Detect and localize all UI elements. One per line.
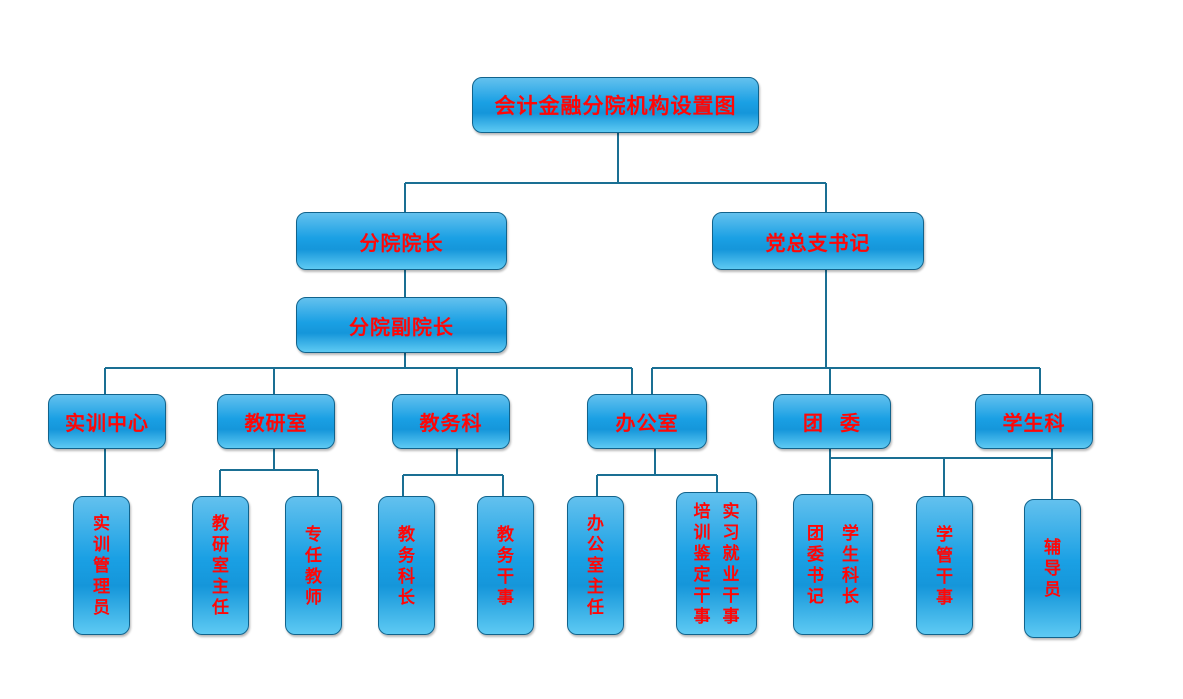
student-clerk-box: 学管干事 xyxy=(916,496,973,635)
connector-title-level1 xyxy=(404,132,827,213)
academic-clerk-box: 教务干事 xyxy=(477,496,534,635)
student-affairs-box: 学生科 xyxy=(975,394,1093,449)
office-box: 办公室 xyxy=(587,394,707,449)
student-chief-label: 学生科长 xyxy=(842,523,859,607)
office-director-box: 办公室主任 xyxy=(567,496,624,635)
academic-affairs-box: 教务科 xyxy=(392,394,510,449)
appraisal-clerk-label: 培训鉴定干事 xyxy=(693,501,711,627)
league-secretary-label: 团委书记 xyxy=(807,523,824,607)
fulltime-teacher-box: 专任教师 xyxy=(285,496,342,635)
vice-dean-box: 分院副院长 xyxy=(296,297,507,353)
teaching-research-box: 教研室 xyxy=(217,394,335,449)
office-director-label: 办公室主任 xyxy=(586,514,604,618)
clerks-box: 培训鉴定干事 实习就业干事 xyxy=(676,492,757,635)
connector-research xyxy=(219,448,319,497)
league-student-box: 团委书记 学生科长 xyxy=(793,494,873,635)
connector-secretary-depts xyxy=(651,269,1041,395)
fulltime-teacher-label: 专任教师 xyxy=(304,524,322,608)
research-director-box: 教研室主任 xyxy=(192,496,249,635)
academic-chief-label: 教务科长 xyxy=(397,524,415,608)
connector-office xyxy=(596,448,718,497)
youth-league-box: 团 委 xyxy=(773,394,891,449)
dean-box: 分院院长 xyxy=(296,212,507,270)
chart-title: 会计金融分院机构设置图 xyxy=(472,77,759,133)
training-center-box: 实训中心 xyxy=(48,394,166,449)
connector-student xyxy=(829,448,1053,500)
training-manager-label: 实训管理员 xyxy=(92,514,110,618)
internship-clerk-label: 实习就业干事 xyxy=(722,501,740,627)
party-secretary-box: 党总支书记 xyxy=(712,212,924,270)
training-manager-box: 实训管理员 xyxy=(73,496,130,635)
connector-academic xyxy=(402,448,504,497)
student-clerk-label: 学管干事 xyxy=(935,524,953,608)
counselor-box: 辅导员 xyxy=(1024,499,1081,638)
counselor-label: 辅导员 xyxy=(1043,538,1061,600)
connector-vicedean-depts xyxy=(104,352,633,395)
research-director-label: 教研室主任 xyxy=(211,514,229,618)
academic-clerk-label: 教务干事 xyxy=(496,524,514,608)
academic-chief-box: 教务科长 xyxy=(378,496,435,635)
